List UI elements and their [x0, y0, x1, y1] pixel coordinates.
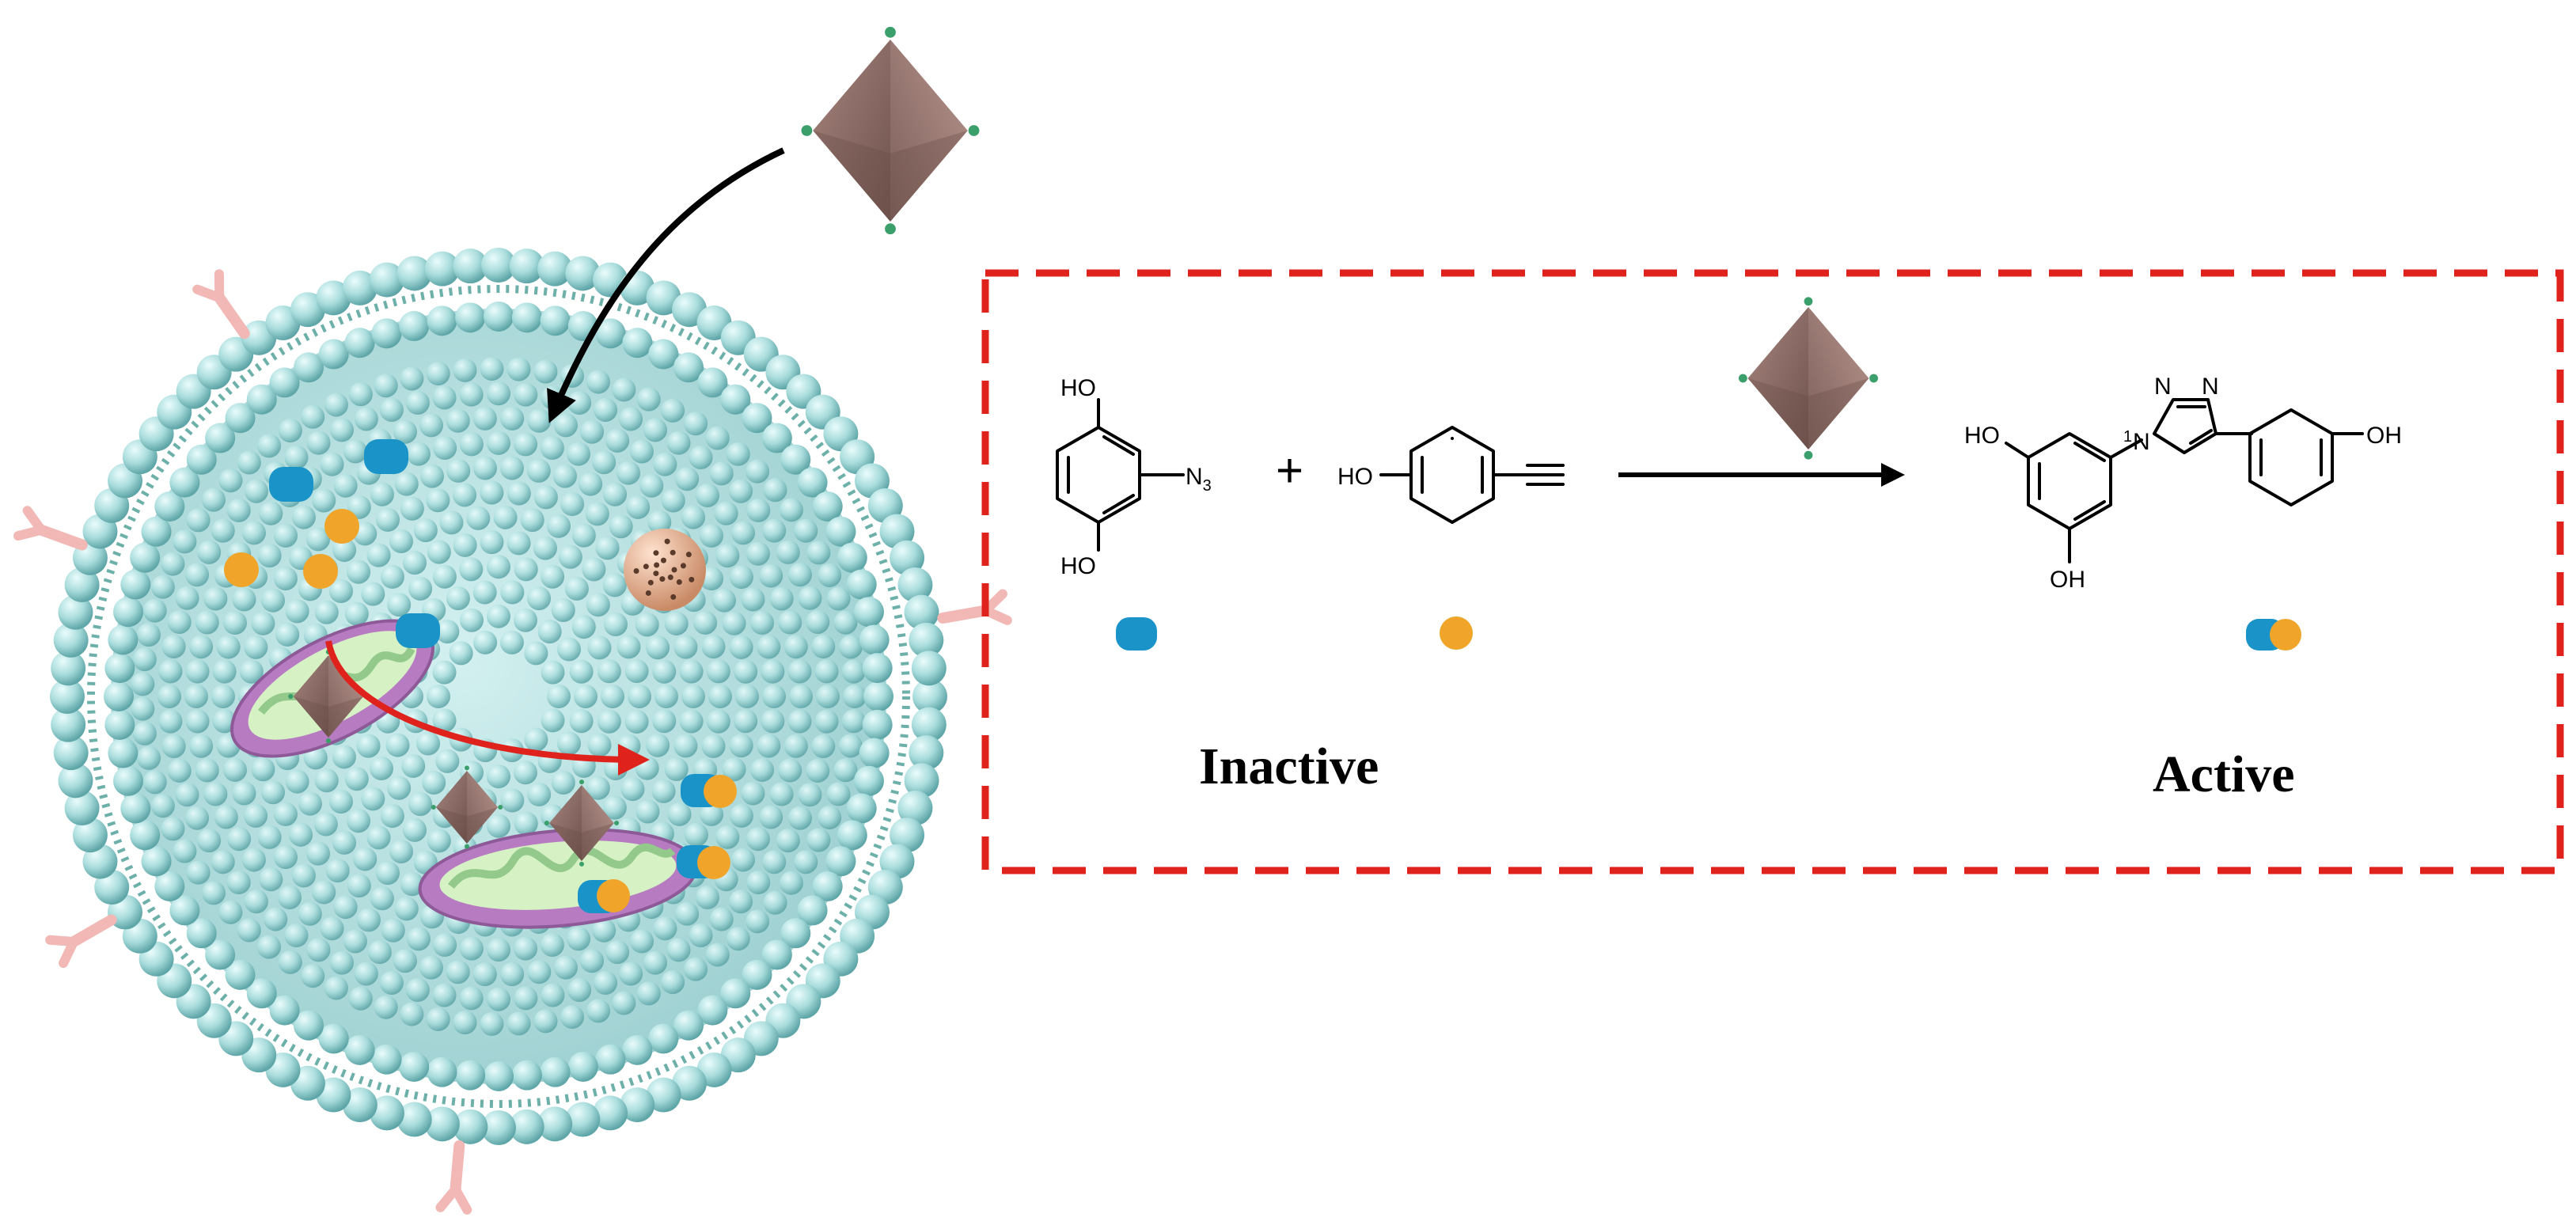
reactant-alkyne-structure: HO — [1337, 426, 1565, 524]
cell-illustration — [13, 248, 1012, 1215]
alkyne-marker — [224, 552, 259, 587]
inactive-label: Inactive — [1199, 738, 1379, 795]
octahedron-nanocatalyst-icon — [431, 765, 503, 849]
triazole-n3: N — [2202, 374, 2219, 400]
reactant-oh-bottom: HO — [1060, 553, 1096, 579]
product-oh-left: HO — [1964, 423, 2000, 449]
alkyne-marker — [303, 554, 338, 589]
product-oh-right: OH — [2366, 423, 2402, 449]
active-label: Active — [2153, 745, 2295, 803]
triazole-n2: N — [2154, 374, 2172, 400]
transfer-arrow-icon — [325, 640, 650, 776]
reactant-oh-top: HO — [1060, 375, 1096, 401]
alkyne-marker — [324, 509, 359, 544]
active-product-markers — [578, 774, 737, 913]
azide-marker — [269, 467, 313, 502]
azide-marker — [1116, 617, 1157, 651]
cell-markers — [224, 439, 440, 648]
octahedron-nanocatalyst-icon — [288, 649, 369, 744]
reactant2-oh: HO — [1337, 464, 1373, 490]
triazole-pos1: 1 — [2123, 428, 2132, 446]
uptake-arrow-icon — [547, 147, 785, 423]
product-triazole-structure: HO OH OH N 1 N N — [1964, 374, 2402, 593]
azide-label: N3 — [1186, 464, 1212, 495]
octahedron-nanocatalyst-icon — [801, 26, 980, 235]
reaction-box — [981, 269, 2564, 874]
product-oh-bottom: OH — [2050, 567, 2085, 593]
nanoparticle-icon — [624, 529, 706, 611]
octahedron-nanocatalyst-icon — [1738, 297, 1879, 460]
alkyne-marker — [1440, 616, 1473, 650]
reactant-azide-structure: HO HO N3 — [1056, 375, 1212, 579]
azide-marker — [396, 613, 440, 648]
triazole-n1: N — [2133, 429, 2150, 455]
product-marker-alkyne — [2270, 619, 2301, 651]
plus-sign: + — [1276, 444, 1303, 497]
octahedron-nanocatalyst-icon — [544, 780, 620, 867]
azide-marker — [364, 439, 408, 474]
